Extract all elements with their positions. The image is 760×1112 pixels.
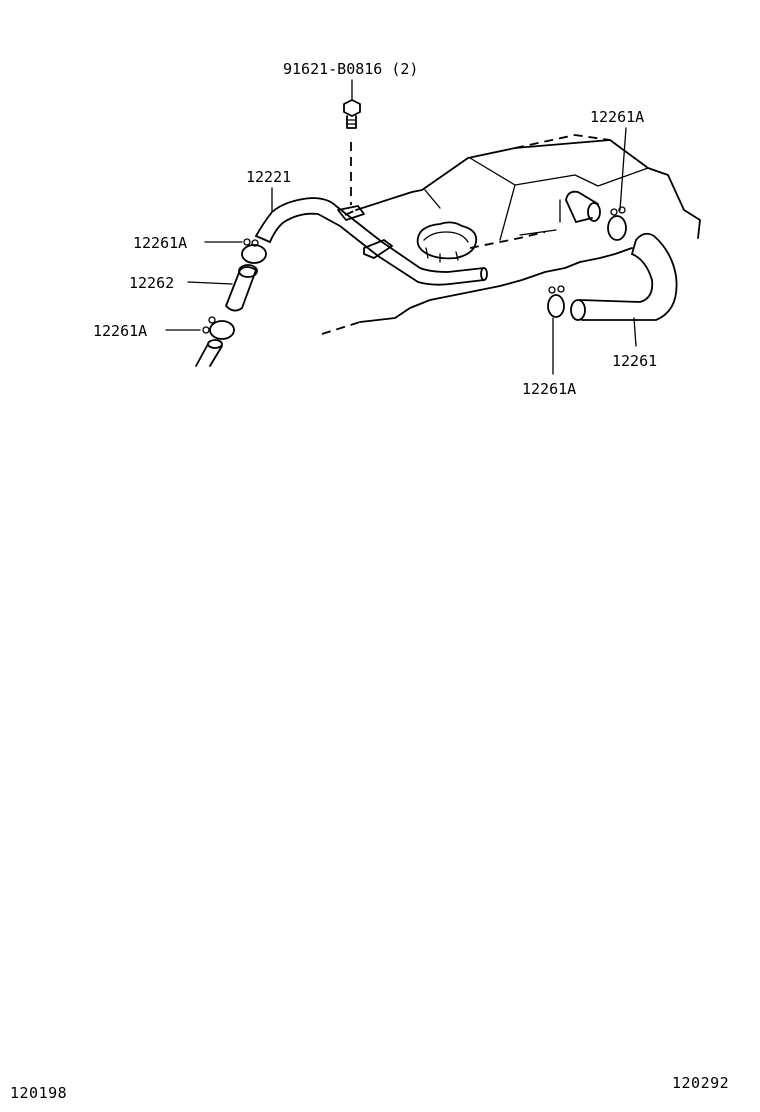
- footer-left-code: 120198: [10, 1084, 68, 1102]
- label-bolt: 91621-B0816 (2): [283, 60, 418, 78]
- label-clamp-bottom-right: 12261A: [522, 380, 576, 398]
- engine-block-outline: [344, 134, 701, 241]
- engine-lower-outline: [321, 231, 633, 335]
- footer-right-code: 120292: [672, 1074, 730, 1092]
- label-clamp-left-lower: 12261A: [93, 322, 147, 340]
- leader-lines: [165, 79, 637, 375]
- label-pipe: 12221: [246, 168, 291, 186]
- breather-pipe: [255, 197, 488, 286]
- label-clamp-left-upper: 12261A: [133, 234, 187, 252]
- label-hose-left: 12262: [129, 274, 174, 292]
- engine-outlet-nipple: [565, 190, 601, 223]
- bolt-part: [343, 99, 361, 205]
- label-clamp-top-right: 12261A: [590, 108, 644, 126]
- right-hose-assembly: [547, 206, 678, 321]
- label-hose-right: 12261: [612, 352, 657, 370]
- left-hose-assembly: [195, 238, 267, 367]
- oil-filler-cap: [416, 221, 478, 263]
